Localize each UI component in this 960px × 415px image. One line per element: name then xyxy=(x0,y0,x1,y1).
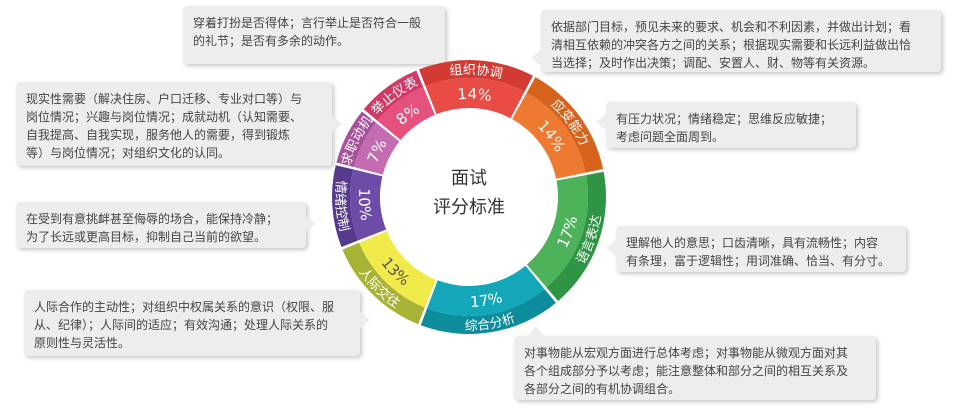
segment-inner-band xyxy=(350,169,387,241)
note-zonghe-fenxi: 对事物能从宏观方面进行总体考虑；对事物能从微观方面对其 各个组成部分予以考虑；能… xyxy=(514,326,876,400)
segment-outer-band xyxy=(363,70,424,121)
note-tail xyxy=(360,312,370,328)
note-line: 等）与岗位情况；对组织文化的认同。 xyxy=(26,146,231,160)
note-line: 依据部门目标，预见未来的要求、机会和不利因素，并做出计划；看 xyxy=(551,20,912,34)
segment-inner-band xyxy=(353,122,400,175)
note-tail xyxy=(606,240,616,256)
segment-inner-band xyxy=(512,92,586,179)
segment-outer-band xyxy=(336,111,376,168)
note-tail xyxy=(332,116,342,132)
note-line: 岗位情况；兴趣与岗位情况；成就动机（认知需要、 xyxy=(26,110,303,124)
note-qiuzhi-dongji: 现实性需要（解决住房、户口迁移、专业对口等）与 岗位情况；兴趣与岗位情况；成就动… xyxy=(16,82,342,166)
note-line: 对事物能从宏观方面进行总体考虑；对事物能从微观方面对其 xyxy=(524,346,849,360)
segment-outer-band xyxy=(526,77,604,173)
center-title-line2: 评分标准 xyxy=(433,197,505,218)
note-zhuzhi-yibiao: 穿着打扮是否得体；言行举止是否符合一般 的礼节；是否有多余的动作。 xyxy=(183,6,449,74)
note-line: 的礼节；是否有多余的动作。 xyxy=(193,34,350,48)
note-tail xyxy=(531,50,541,66)
segment-percent: 14% xyxy=(457,85,493,105)
segment-inner-band xyxy=(425,78,525,119)
note-line: 在受到有意挑衅甚至侮辱的场合，能保持冷静； xyxy=(26,212,279,226)
note-line: 人际合作的主动性；对组织中权属关系的意识（权限、服 xyxy=(34,300,335,314)
note-line: 穿着打扮是否得体；言行举止是否符合一般 xyxy=(193,16,422,30)
note-yuyan-biaoda: 理解他人的意思；口齿清晰，具有流畅性；内容 有条理，富于逻辑性；用词准确、恰当、… xyxy=(606,226,906,272)
note-line: 原则性与灵活性。 xyxy=(34,336,131,350)
segment-outer-band xyxy=(332,165,359,247)
note-tail xyxy=(306,216,316,232)
note-qingxu-kongzhi: 在受到有意挑衅甚至侮辱的场合，能保持冷静； 为了长远或更高目标，抑制自己当前的欲… xyxy=(16,202,316,248)
segment-outer-band xyxy=(342,242,425,325)
segment-outer-band xyxy=(546,171,606,302)
note-line: 理解他人的意思；口齿清晰，具有流畅性；内容 xyxy=(626,236,879,250)
segment-percent: 17% xyxy=(470,288,505,311)
note-line: 自我提高、自我实现，服务他人的需要，得到锻炼 xyxy=(26,128,291,142)
segment-inner-band xyxy=(427,265,545,316)
note-line: 有条理，富于逻辑性；用词准确、恰当、有分寸。 xyxy=(626,254,891,268)
note-line: 考虑问题全面周到。 xyxy=(616,130,725,144)
note-line: 各个组成部分予以考虑；能注意整体和部分之间的相互关系及 xyxy=(524,364,849,378)
note-renji-jiaowang: 人际合作的主动性；对组织中权属关系的意识（权限、服 从、纪律）；人际间的适应；有… xyxy=(24,290,370,356)
segment-label: 情绪控制 xyxy=(332,180,351,233)
note-line: 各部分之间的有机协调组合。 xyxy=(524,382,681,396)
segment-percent: 10% xyxy=(355,188,375,222)
segment-inner-band xyxy=(377,87,435,141)
center-title-line1: 面试 xyxy=(451,168,487,189)
note-line: 为了长远或更高目标，抑制自己当前的欲望。 xyxy=(26,230,267,244)
note-zuzhi-xietiao: 依据部门目标，预见未来的要求、机会和不利因素，并做出计划；看 清相互依赖的冲突各… xyxy=(531,10,941,72)
note-line: 从、纪律）；人际间的适应；有效沟通；处理人际关系的 xyxy=(34,318,329,332)
note-line: 有压力状况；情绪稳定；思维反应敏捷； xyxy=(616,112,833,126)
segment-outer-band xyxy=(419,59,533,92)
note-tail xyxy=(528,326,544,336)
note-line: 清相互依赖的冲突各方之间的关系；根据现实需要和长远利益做出恰 xyxy=(551,38,912,52)
note-yingbian-nengli: 有压力状况；情绪稳定；思维反应敏捷； 考虑问题全面周到。 xyxy=(596,102,856,148)
note-line: 现实性需要（解决住房、户口迁移、专业对口等）与 xyxy=(26,92,303,106)
segment-inner-band xyxy=(359,231,436,308)
note-tail xyxy=(596,114,606,130)
note-line: 当选择；及时作出决策；调配、安置人、财、物等有关资源。 xyxy=(551,56,876,70)
segment-outer-band xyxy=(420,288,556,334)
segment-inner-band xyxy=(526,175,588,288)
